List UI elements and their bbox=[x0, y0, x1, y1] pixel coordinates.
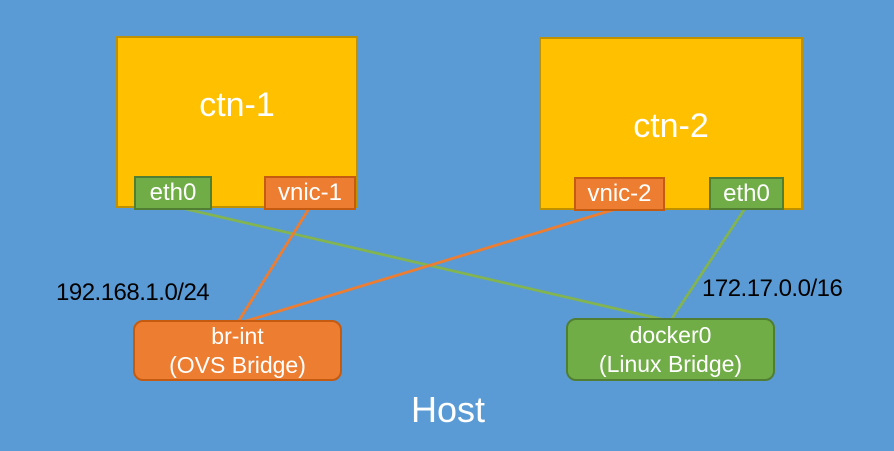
interface-label-ctn2-vnic-2: vnic-2 bbox=[587, 180, 652, 207]
subnet-label-docker0: 172.17.0.0/16 bbox=[702, 275, 843, 302]
bridge-type-br-int: (OVS Bridge) bbox=[169, 351, 306, 378]
bridge-name-br-int: br-int bbox=[211, 322, 264, 349]
interface-box-ctn1-vnic-1: vnic-1 bbox=[264, 176, 356, 210]
connection-line-ctn1-vnic1-to-brint bbox=[236, 206, 312, 323]
connection-line-ctn2-eth0-to-docker0 bbox=[669, 206, 748, 321]
container-box-ctn-2: ctn-2 vnic-2 eth0 bbox=[539, 37, 803, 211]
bridge-box-br-int: br-int (OVS Bridge) bbox=[133, 320, 342, 381]
subnet-label-brint: 192.168.1.0/24 bbox=[56, 279, 210, 306]
container-box-ctn-1: ctn-1 eth0 vnic-1 bbox=[116, 36, 358, 210]
bridge-name-docker0: docker0 bbox=[629, 321, 712, 348]
connection-line-ctn2-vnic2-to-brint bbox=[242, 206, 620, 324]
host-label: Host bbox=[410, 389, 486, 430]
interface-label-ctn2-eth0: eth0 bbox=[723, 179, 770, 207]
bridge-box-docker0: docker0 (Linux Bridge) bbox=[566, 318, 775, 381]
container-title-ctn-1: ctn-1 bbox=[199, 86, 275, 124]
interface-label-ctn1-eth0: eth0 bbox=[149, 179, 197, 206]
bridge-type-docker0: (Linux Bridge) bbox=[598, 350, 743, 377]
connection-line-ctn1-eth0-to-docker0 bbox=[172, 204, 666, 322]
interface-label-ctn1-vnic-1: vnic-1 bbox=[277, 179, 343, 206]
interface-box-ctn2-vnic-2: vnic-2 bbox=[574, 177, 665, 211]
interface-box-ctn1-eth0: eth0 bbox=[134, 176, 212, 210]
interface-box-ctn2-eth0: eth0 bbox=[709, 177, 784, 210]
container-title-ctn-2: ctn-2 bbox=[633, 107, 709, 145]
